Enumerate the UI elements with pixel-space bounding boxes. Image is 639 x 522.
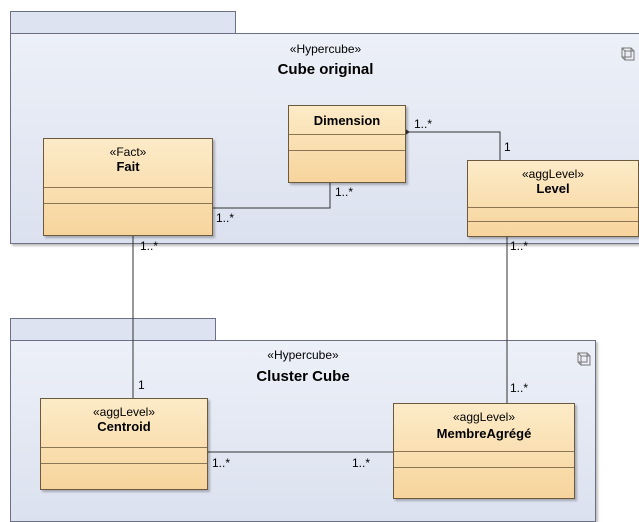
class-dimension[interactable]: Dimension (288, 105, 406, 183)
multiplicity-label: 1..* (216, 211, 235, 225)
package-stereotype: «Hypercube» (267, 348, 339, 362)
class-membre-agrege[interactable]: «aggLevel» MembreAgrégé (393, 403, 575, 499)
class-level[interactable]: «aggLevel» Level (467, 160, 639, 237)
multiplicity-label: 1..* (510, 381, 529, 395)
operation-separator (394, 467, 574, 468)
package-tab-cube-original (10, 11, 236, 34)
package-stereotype: «Hypercube» (289, 42, 362, 56)
package-icon (577, 352, 591, 366)
multiplicity-label: 1..* (140, 239, 159, 253)
operation-separator (289, 150, 405, 151)
class-stereotype: «aggLevel» (521, 167, 585, 181)
class-name: MembreAgrégé (436, 426, 532, 441)
multiplicity-label: 1 (138, 378, 145, 392)
operation-separator (41, 463, 207, 464)
class-name: Centroid (97, 419, 151, 434)
association-dimension-fait (213, 182, 331, 209)
class-name: Level (536, 181, 570, 196)
multiplicity-label: 1..* (335, 185, 354, 199)
multiplicity-label: 1..* (510, 239, 529, 253)
package-title: Cluster Cube (256, 368, 350, 385)
operation-separator (44, 203, 212, 204)
association-dimension-level (406, 131, 501, 160)
multiplicity-label: 1..* (352, 456, 371, 470)
attribute-separator (289, 134, 405, 135)
class-fait[interactable]: «Fact» Fait (43, 138, 213, 236)
class-centroid[interactable]: «aggLevel» Centroid (40, 398, 208, 490)
operation-separator (468, 221, 638, 222)
attribute-separator (468, 207, 638, 208)
class-stereotype: «aggLevel» (452, 410, 516, 424)
multiplicity-label: 1..* (414, 117, 433, 131)
class-stereotype: «Fact» (109, 145, 147, 159)
attribute-separator (44, 187, 212, 188)
package-title: Cube original (277, 61, 374, 78)
attribute-separator (41, 447, 207, 448)
multiplicity-label: 1 (504, 140, 511, 154)
class-stereotype: «aggLevel» (92, 405, 156, 419)
package-tab-cluster-cube (10, 318, 216, 341)
package-icon (621, 47, 635, 61)
class-name: Dimension (313, 113, 381, 128)
multiplicity-label: 1..* (212, 456, 231, 470)
attribute-separator (394, 451, 574, 452)
class-name: Fait (116, 159, 140, 174)
